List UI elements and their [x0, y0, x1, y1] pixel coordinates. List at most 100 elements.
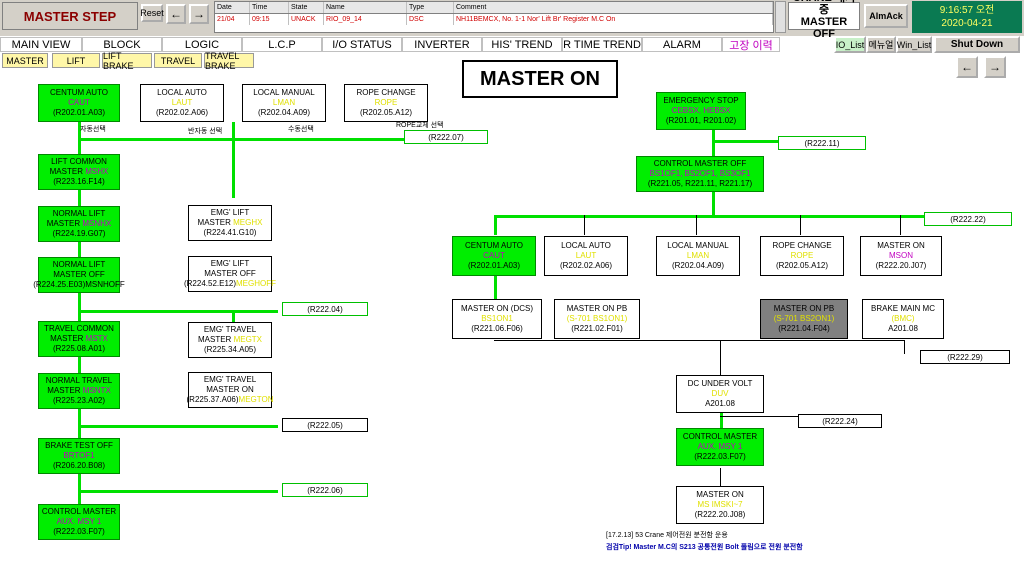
- alarm-scrollbar[interactable]: [775, 1, 786, 33]
- right-drop-dcs: [494, 275, 497, 299]
- node-label2: MASTER OFF: [53, 270, 105, 279]
- node-master-on-dcs[interactable]: MASTER ON (DCS) BS1ON1 (R221.06.F06): [452, 299, 542, 339]
- tab-travel-brake[interactable]: TRAVEL BRAKE: [204, 51, 254, 71]
- ref-r222-07[interactable]: (R222.07): [404, 130, 488, 144]
- node-ref: (R221.05, R221.11, R221.17): [647, 179, 753, 188]
- right-drop-local-manual: [696, 215, 697, 235]
- node-signal: CAUT: [483, 251, 505, 260]
- node-control-master-left[interactable]: CONTROL MASTER AUX. MSY 1 (R222.03.F07): [38, 504, 120, 540]
- node-master-on-pb1[interactable]: MASTER ON PB (S-701 BS1ON1) (R221.02.F01…: [554, 299, 640, 339]
- node-label: NORMAL LIFT: [52, 260, 106, 269]
- node-label2: MASTER: [49, 167, 83, 176]
- right-bus-lower: [494, 340, 904, 341]
- node-local-auto-right[interactable]: LOCAL AUTO LAUT (R202.02.A06): [544, 236, 628, 276]
- nav-logic[interactable]: LOGIC: [162, 37, 242, 52]
- node-centum-auto-right[interactable]: CENTUM AUTO CAUT (R202.01.A03): [452, 236, 536, 276]
- reset-button[interactable]: Reset: [140, 4, 164, 22]
- alarm-row[interactable]: 21/04 09:15 UNACK RIO_09_14 DSC NH11BEMC…: [215, 14, 773, 25]
- node-ref: (R224.25.E03)MSNHOFF: [33, 280, 125, 289]
- node-local-manual-left[interactable]: LOCAL MANUAL LMAN (R202.04.A09): [242, 84, 326, 122]
- node-signal: CEBSX, HEBSX: [671, 106, 731, 115]
- note-auto-select: 자동선택: [80, 126, 106, 133]
- node-control-master-off[interactable]: CONTROL MASTER OFF BS1OF1, BS2OF1, BS3OF…: [636, 156, 764, 192]
- tab-travel[interactable]: TRAVEL: [154, 53, 202, 68]
- node-centum-auto-left[interactable]: CENTUM AUTO CAUT (R202.01.A03): [38, 84, 120, 122]
- node-emg-travel-master-on[interactable]: EMG' TRAVEL MASTER ON (R225.37.A06)MEGTO…: [187, 372, 274, 408]
- node-emergency-stop[interactable]: EMERGENCY STOP CEBSX, HEBSX (R201.01, R2…: [656, 92, 746, 130]
- diagram-prev-button[interactable]: ←: [956, 56, 978, 78]
- node-local-manual-right[interactable]: LOCAL MANUAL LMAN (R202.04.A09): [656, 236, 740, 276]
- node-ref: A201.08: [705, 399, 735, 408]
- node-ref: (R224.41.G10): [203, 228, 257, 237]
- node-normal-lift-master[interactable]: NORMAL LIFT MASTER MSNHX (R224.19.G07): [38, 206, 120, 242]
- ref-r222-22[interactable]: (R222.22): [924, 212, 1012, 226]
- arrow-right-icon: →: [193, 7, 205, 21]
- right-wire-cm: [720, 412, 723, 428]
- nav-main-view[interactable]: MAIN VIEW: [0, 37, 82, 52]
- node-brake-test-off[interactable]: BRAKE TEST OFF BRTOF1 (R206.20.B08): [38, 438, 120, 474]
- alarm-comment: NH11BEMCX, No. 1-1 Nor' Lift Br' Registe…: [454, 14, 773, 25]
- node-master-on-right[interactable]: MASTER ON MSON (R222.20.J07): [860, 236, 942, 276]
- ref-r222-11[interactable]: (R222.11): [778, 136, 866, 150]
- node-travel-common-master[interactable]: TRAVEL COMMON MASTER MSTX (R225.08.A01): [38, 321, 120, 357]
- node-ref: (R206.20.B08): [52, 461, 106, 470]
- nav-rtime-trend[interactable]: R TIME TREND: [562, 37, 642, 52]
- node-dc-under-volt[interactable]: DC UNDER VOLT DUV A201.08: [676, 375, 764, 413]
- tab-master[interactable]: MASTER: [2, 53, 48, 68]
- node-ref: (R223.16.F14): [53, 177, 105, 186]
- ref-r222-04[interactable]: (R222.04): [282, 302, 368, 316]
- nav-io-status[interactable]: I/O STATUS: [322, 37, 402, 52]
- node-signal: MSON: [889, 251, 913, 260]
- alarm-col-state: State: [289, 2, 324, 13]
- nav-his-trend[interactable]: HIS' TREND: [482, 37, 562, 52]
- alarm-ack-button[interactable]: AlmAck: [864, 4, 908, 28]
- node-label: ROPE CHANGE: [356, 88, 416, 97]
- node-normal-lift-master-off[interactable]: NORMAL LIFT MASTER OFF (R224.25.E03)MSNH…: [33, 257, 125, 293]
- node-ref: (R221.06.F06): [471, 324, 523, 333]
- tab-lift[interactable]: LIFT: [52, 53, 100, 68]
- manual-button[interactable]: 메뉴얼: [866, 36, 896, 53]
- logic-diagram: MASTER ON ← → CENTUM AUTO CAUT (R202.01.…: [0, 56, 1024, 576]
- ref-r222-29[interactable]: (R222.29): [920, 350, 1010, 364]
- alarm-col-date: Date: [215, 2, 250, 13]
- node-rope-change-right[interactable]: ROPE CHANGE ROPE (R202.05.A12): [760, 236, 844, 276]
- node-master-on-ms[interactable]: MASTER ON MS IMSKI~7 (R222.20.J08): [676, 486, 764, 524]
- node-label: TRAVEL COMMON: [44, 324, 114, 333]
- prev-screen-button[interactable]: ←: [166, 4, 186, 24]
- ref-r222-05[interactable]: (R222.05): [282, 418, 368, 432]
- win-list-button[interactable]: Win_List: [896, 36, 932, 53]
- node-label: LOCAL AUTO: [157, 88, 207, 97]
- ref-r222-24[interactable]: (R222.24): [798, 414, 882, 428]
- shutdown-button[interactable]: Shut Down: [934, 36, 1020, 53]
- alarm-summary-table[interactable]: Date Time State Name Type Comment 21/04 …: [214, 1, 774, 33]
- node-ref: (R225.08.A01): [52, 344, 106, 353]
- node-signal: (S-701 BS2ON1): [773, 314, 835, 323]
- right-drop-local-auto: [584, 215, 585, 235]
- ref-r222-06[interactable]: (R222.06): [282, 483, 368, 497]
- nav-fault-history[interactable]: 고장 이력: [722, 37, 780, 52]
- node-rope-change-left[interactable]: ROPE CHANGE ROPE (R202.05.A12): [344, 84, 428, 122]
- node-signal: AUX. MSY 1: [56, 517, 102, 526]
- nav-lcp[interactable]: L.C.P: [242, 37, 322, 52]
- nav-inverter[interactable]: INVERTER: [402, 37, 482, 52]
- right-link-r222-29: [904, 340, 905, 354]
- node-signal: (BMC): [891, 314, 915, 323]
- node-master-on-pb2[interactable]: MASTER ON PB (S-701 BS2ON1) (R221.04.F04…: [760, 299, 848, 339]
- node-label2: MASTER: [47, 386, 81, 395]
- node-normal-travel-master[interactable]: NORMAL TRAVEL MASTER MSNTX (R225.23.A02): [38, 373, 120, 409]
- node-emg-travel-master[interactable]: EMG' TRAVEL MASTER MEGTX (R225.34.A05): [188, 322, 272, 358]
- node-signal: ROPE: [790, 251, 814, 260]
- next-screen-button[interactable]: →: [189, 4, 209, 24]
- diagram-next-button[interactable]: →: [984, 56, 1006, 78]
- node-control-master-right[interactable]: CONTROL MASTER AUX. MSY 1 (R222.03.F07): [676, 428, 764, 466]
- node-local-auto-left[interactable]: LOCAL AUTO LAUT (R202.02.A06): [140, 84, 224, 122]
- nav-alarm[interactable]: ALARM: [642, 37, 722, 52]
- node-lift-common-master[interactable]: LIFT COMMON MASTER MSHX (R223.16.F14): [38, 154, 120, 190]
- node-brake-main-mc[interactable]: BRAKE MAIN MC (BMC) A201.08: [862, 299, 944, 339]
- tab-lift-brake[interactable]: LIFT BRAKE: [102, 51, 152, 71]
- nav-block[interactable]: BLOCK: [82, 37, 162, 52]
- node-emg-lift-master[interactable]: EMG' LIFT MASTER MEGHX (R224.41.G10): [188, 205, 272, 241]
- io-list-button[interactable]: IO_List: [834, 36, 866, 53]
- node-label2: MASTER OFF: [204, 269, 256, 278]
- node-emg-lift-master-off[interactable]: EMG' LIFT MASTER OFF (R224.52.E12)MEGHOF…: [184, 256, 276, 292]
